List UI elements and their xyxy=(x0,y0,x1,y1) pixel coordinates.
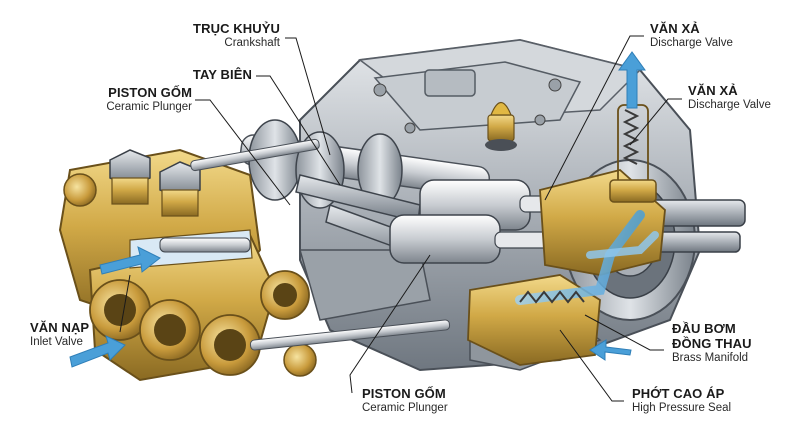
label-discharge-valve-1-vi: VĂN XẢ xyxy=(650,21,700,36)
label-crankshaft: TRỤC KHUỶU Crankshaft xyxy=(193,21,280,50)
ceramic-plungers xyxy=(389,179,581,264)
label-crankshaft-en: Crankshaft xyxy=(224,36,280,49)
label-brass-manifold-vi2: ĐỒNG THAU xyxy=(672,335,752,351)
label-ceramic-plunger-top-en: Ceramic Plunger xyxy=(106,100,192,113)
label-brass-manifold-vi1: ĐẦU BƠM xyxy=(672,321,736,336)
label-high-pressure-seal-en: High Pressure Seal xyxy=(632,401,732,414)
label-brass-manifold: ĐẦU BƠM ĐỒNG THAU Brass Manifold xyxy=(672,321,752,365)
spring-icon xyxy=(519,109,640,304)
label-ceramic-plunger-bottom-en: Ceramic Plunger xyxy=(362,401,448,414)
right-manifold xyxy=(467,169,666,366)
label-discharge-valve-2-vi: VĂN XẢ xyxy=(688,83,738,98)
label-ceramic-plunger-top-vi: PISTON GỐM xyxy=(108,85,192,100)
label-discharge-valve-1-en: Discharge Valve xyxy=(650,36,733,49)
label-ceramic-plunger-bottom-vi: PISTON GỐM xyxy=(362,386,446,401)
label-inlet-valve-vi: VĂN NẠP xyxy=(30,320,90,335)
label-inlet-valve: VĂN NẠP Inlet Valve xyxy=(30,320,90,349)
label-discharge-valve-1: VĂN XẢ Discharge Valve xyxy=(650,21,733,50)
tie-rods xyxy=(190,138,451,351)
label-ceramic-plunger-bottom: PISTON GỐM Ceramic Plunger xyxy=(362,386,448,415)
label-inlet-valve-en: Inlet Valve xyxy=(30,335,83,348)
leader-lines xyxy=(119,35,682,402)
oil-cap xyxy=(485,101,517,151)
label-brass-manifold-en: Brass Manifold xyxy=(672,351,749,364)
arrow-icon xyxy=(69,51,646,368)
label-ceramic-plunger-top: PISTON GỐM Ceramic Plunger xyxy=(106,85,192,114)
label-crankshaft-vi: TRỤC KHUỶU xyxy=(193,21,280,36)
label-connecting-rod: TAY BIÊN xyxy=(192,67,252,83)
label-high-pressure-seal-vi: PHỚT CAO ÁP xyxy=(632,386,725,401)
label-connecting-rod-vi: TAY BIÊN xyxy=(192,67,252,82)
label-discharge-valve-2: VĂN XẢ Discharge Valve xyxy=(688,83,771,112)
left-brass-manifold xyxy=(58,148,317,382)
label-discharge-valve-2-en: Discharge Valve xyxy=(688,98,771,111)
label-high-pressure-seal: PHỚT CAO ÁP High Pressure Seal xyxy=(632,386,732,415)
discharge-valve-stem xyxy=(609,104,657,203)
